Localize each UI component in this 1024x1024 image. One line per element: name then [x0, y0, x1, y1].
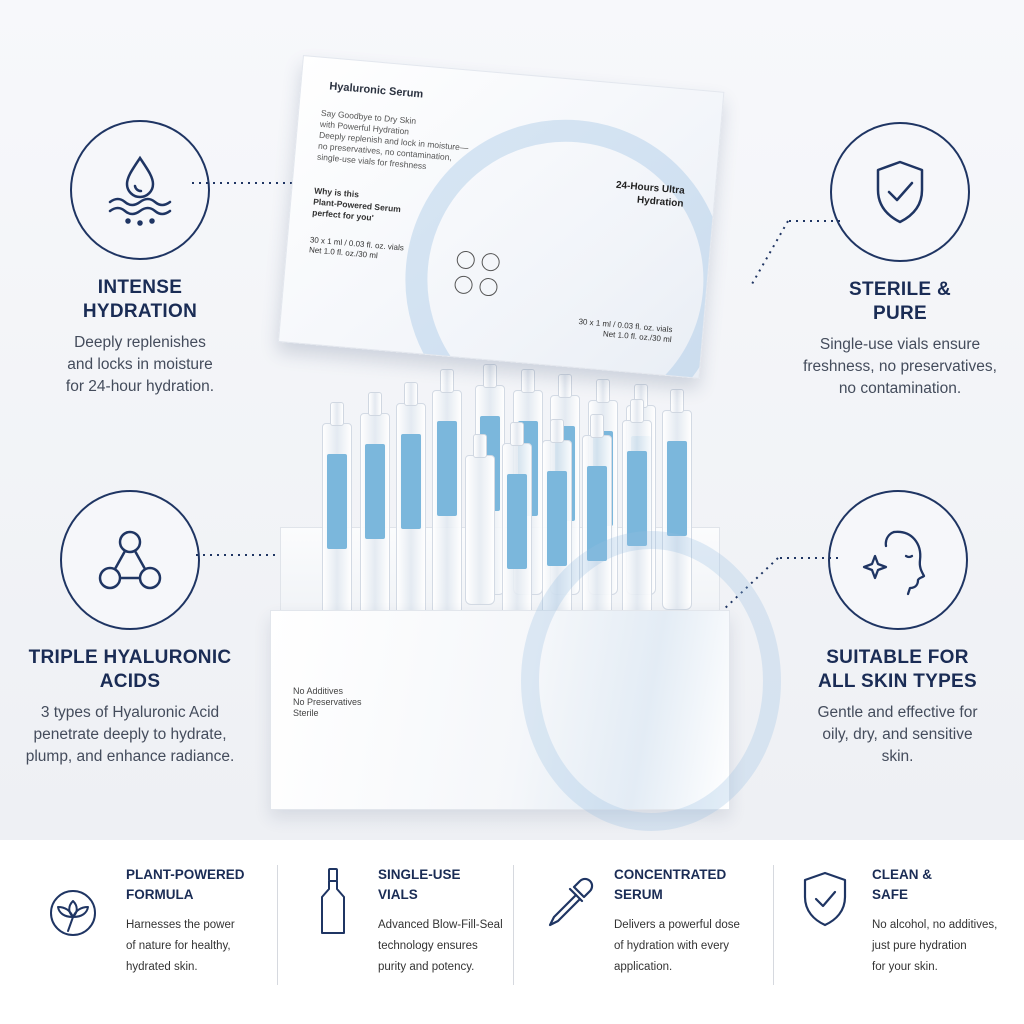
face-sparkle-icon: [827, 490, 968, 630]
feature-sterile-pure: STERILE & PURE Single-use vials ensure f…: [790, 122, 1010, 400]
product-box: Hyaluronic Serum Say Goodbye to Dry Skin…: [270, 55, 781, 831]
benefit-title: PLANT-POWERED FORMULA: [126, 867, 245, 902]
divider: [277, 865, 278, 985]
feature-description: Deeply replenishes and locks in moisture…: [65, 334, 215, 395]
vial: [396, 382, 426, 623]
feature-title: INTENSE HYDRATION: [82, 277, 198, 322]
feature-title: TRIPLE HYALURONIC ACIDS: [28, 647, 232, 692]
connector-dots: [751, 220, 840, 285]
base-claims: No Additives No Preservatives Sterile: [293, 686, 362, 718]
benefit-title: SINGLE-USE VIALS: [378, 867, 461, 902]
benefit-title: CONCENTRATED SERUM: [614, 867, 727, 902]
benefit-clean-safe: CLEAN & SAFE No alcohol, no additives, j…: [800, 865, 1010, 1005]
benefit-description: No alcohol, no additives, just pure hydr…: [872, 919, 998, 973]
lid-volume: 30 x 1 ml / 0.03 fl. oz. vials Net 1.0 f…: [308, 235, 405, 261]
lid-product-name: Hyaluronic Serum: [328, 80, 424, 101]
feature-description: Single-use vials ensure freshness, no pr…: [803, 336, 997, 397]
vial: [502, 422, 532, 623]
benefit-title: CLEAN & SAFE: [872, 867, 932, 902]
lid-question: Why is this Plant-Powered Serum perfect …: [311, 185, 402, 223]
vial: [322, 402, 352, 623]
molecule-icon: [60, 490, 200, 630]
feature-all-skin-types: SUITABLE FOR ALL SKIN TYPES Gentle and e…: [785, 490, 1010, 768]
benefit-description: Harnesses the power of nature for health…: [126, 919, 235, 973]
leaf-icon: [48, 887, 98, 948]
divider: [513, 865, 514, 985]
lid-description: Say Goodbye to Dry Skin with Powerful Hy…: [316, 107, 469, 172]
benefit-plant-powered: PLANT-POWERED FORMULA Harnesses the powe…: [48, 865, 268, 1005]
benefit-single-use: SINGLE-USE VIALS Advanced Blow-Fill-Seal…: [318, 865, 518, 1005]
vial: [360, 392, 390, 623]
feature-description: 3 types of Hyaluronic Acid penetrate dee…: [25, 704, 235, 765]
feature-triple-hyaluronic-acids: TRIPLE HYALURONIC ACIDS 3 types of Hyalu…: [0, 490, 260, 768]
water-drop-waves-icon: [70, 120, 210, 260]
shield-check-icon: [830, 122, 970, 262]
feature-title: SUITABLE FOR ALL SKIN TYPES: [817, 647, 978, 692]
feature-title: STERILE & PURE: [849, 279, 951, 324]
shield-check-icon: [800, 869, 850, 934]
benefits-strip: PLANT-POWERED FORMULA Harnesses the powe…: [0, 840, 1024, 1024]
benefit-description: Delivers a powerful dose of hydration wi…: [614, 919, 740, 973]
feature-intense-hydration: INTENSE HYDRATION Deeply replenishes and…: [30, 120, 250, 398]
dropper-icon: [540, 875, 596, 936]
vial: [465, 434, 495, 605]
divider: [773, 865, 774, 985]
benefit-concentrated: CONCENTRATED SERUM Delivers a powerful d…: [540, 865, 765, 1005]
benefit-description: Advanced Blow-Fill-Seal technology ensur…: [378, 919, 503, 973]
hero-stage: INTENSE HYDRATION Deeply replenishes and…: [0, 0, 1024, 840]
box-lid: Hyaluronic Serum Say Goodbye to Dry Skin…: [277, 55, 725, 379]
vial-icon: [318, 867, 348, 942]
feature-description: Gentle and effective for oily, dry, and …: [817, 704, 978, 765]
box-base: No Additives No Preservatives Sterile: [270, 531, 781, 831]
vial: [432, 369, 462, 615]
